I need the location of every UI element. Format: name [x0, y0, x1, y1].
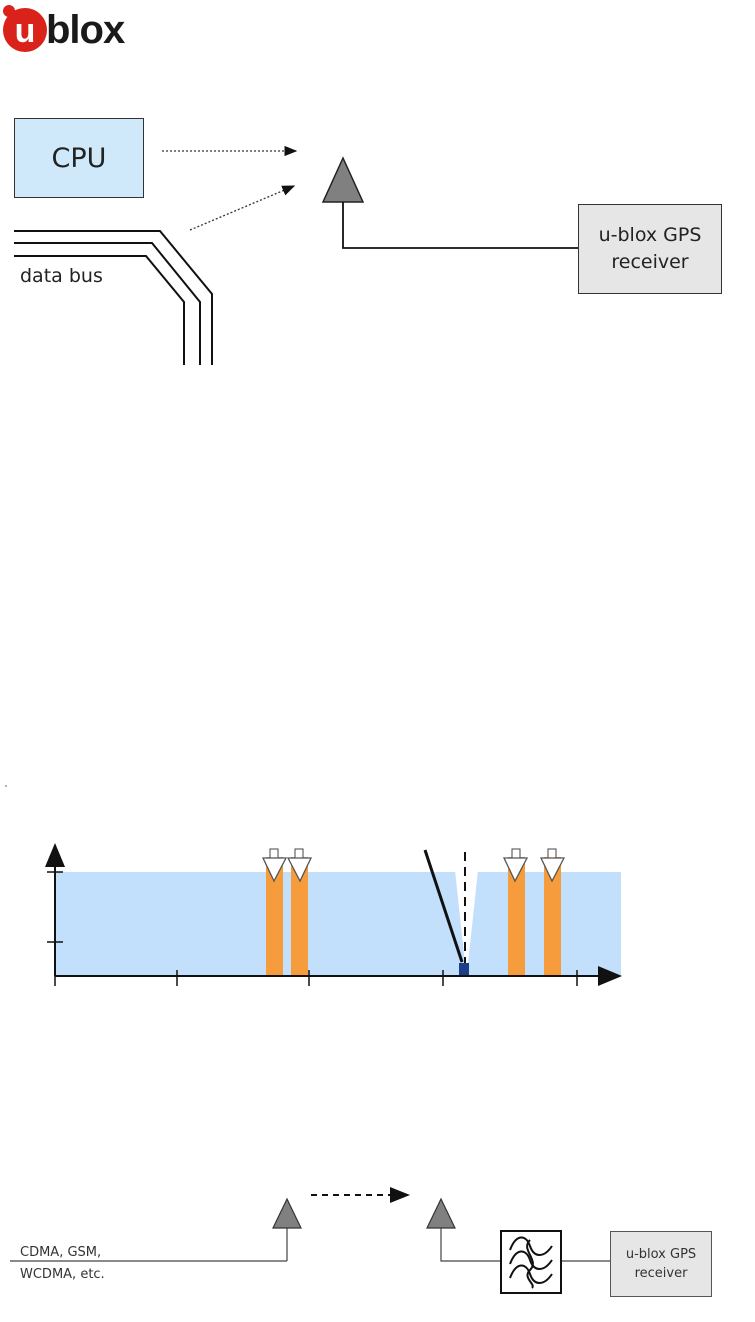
- cellular-label-line1: CDMA, GSM,: [20, 1245, 102, 1260]
- gps-receiver-line2: receiver: [611, 251, 689, 273]
- spectrum-diagram: [5, 785, 622, 986]
- logo-wordmark: blox: [46, 8, 125, 52]
- pulse-bars: [266, 857, 561, 976]
- svg-text:u: u: [15, 12, 36, 50]
- cellular-label-line2: WCDMA, etc.: [20, 1267, 105, 1282]
- filter-waves: [509, 1236, 553, 1289]
- gps-receiver-line1: u-blox GPS: [625, 1247, 697, 1262]
- gps-receiver-box: u-blox GPS receiver: [578, 204, 722, 294]
- filter-icon: [500, 1230, 562, 1294]
- data-bus-label: data bus: [20, 265, 103, 287]
- cpu-box: CPU: [14, 118, 144, 198]
- pulse-arrows: [261, 857, 566, 883]
- u-circle-logo-icon: u: [3, 5, 47, 52]
- data-bus-lines: [14, 230, 213, 365]
- gps-receiver-box-small: u-blox GPS receiver: [610, 1231, 712, 1297]
- antenna-icon: [426, 1197, 456, 1229]
- cellular-diagram: [10, 1187, 610, 1262]
- gps-receiver-line1: u-blox GPS: [598, 224, 702, 246]
- antenna-icon: [272, 1197, 302, 1229]
- ublox-logo: u blox: [0, 0, 160, 62]
- antenna-icon: [321, 156, 365, 203]
- cellular-label: CDMA, GSM, WCDMA, etc.: [20, 1242, 105, 1286]
- gps-receiver-line2: receiver: [634, 1266, 688, 1281]
- pulse-caps: [269, 848, 557, 859]
